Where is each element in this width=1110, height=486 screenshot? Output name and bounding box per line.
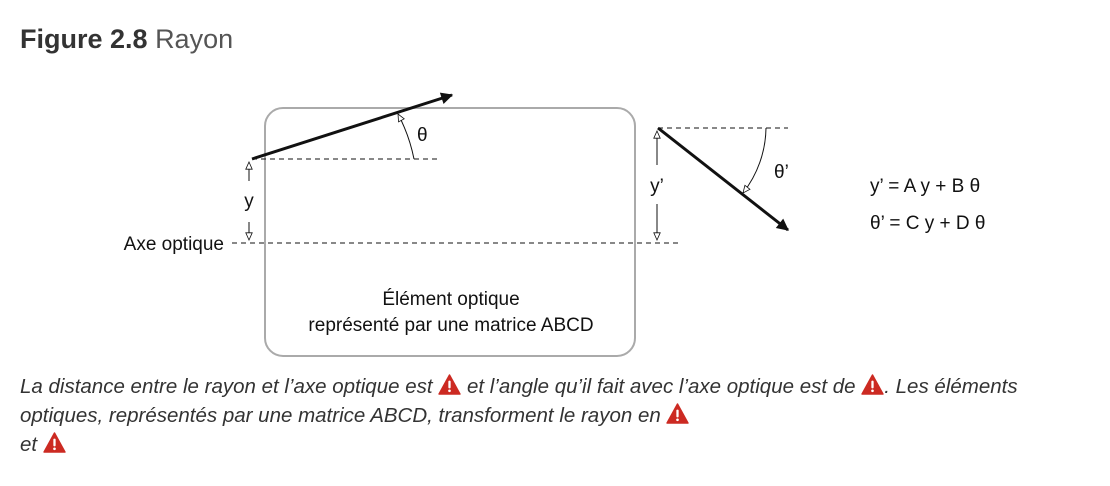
equation-2: θ’ = C y + D θ bbox=[870, 213, 985, 234]
input-height-label: y bbox=[244, 191, 254, 212]
caption-part-3: . Les éléments optiques, représentés par… bbox=[20, 375, 1018, 427]
figure-title: Rayon bbox=[155, 24, 234, 54]
output-ray-arrow bbox=[657, 126, 789, 232]
optical-element-box bbox=[264, 107, 636, 357]
element-label-line-1: Élément optique bbox=[382, 289, 519, 310]
input-ray-arrow bbox=[251, 92, 454, 161]
output-height-label: y’ bbox=[650, 176, 664, 197]
caption-part-4: et bbox=[20, 433, 43, 456]
input-angle-label: θ bbox=[417, 125, 428, 146]
warning-triangle-icon bbox=[43, 432, 66, 453]
figure-heading: Figure 2.8 Rayon bbox=[20, 24, 233, 55]
optical-axis-label: Axe optique bbox=[124, 234, 224, 255]
ray-transfer-diagram: Axe optique θ y Élément optique représen… bbox=[124, 92, 985, 357]
element-label-line-2: représenté par une matrice ABCD bbox=[308, 315, 593, 336]
equation-1: y’ = A y + B θ bbox=[870, 176, 980, 197]
warning-triangle-icon bbox=[666, 403, 690, 424]
output-angle-arc bbox=[742, 127, 767, 194]
caption-part-2: et l’angle qu’il fait avec l’axe optique… bbox=[461, 375, 862, 398]
caption-part-1: La distance entre le rayon et l’axe opti… bbox=[20, 375, 439, 398]
output-angle-label: θ’ bbox=[774, 162, 789, 183]
warning-triangle-icon bbox=[861, 374, 884, 395]
figure-caption: La distance entre le rayon et l’axe opti… bbox=[20, 372, 1095, 459]
input-angle-arc bbox=[397, 113, 415, 160]
figure-number: Figure 2.8 bbox=[20, 24, 148, 54]
warning-triangle-icon bbox=[438, 374, 461, 395]
